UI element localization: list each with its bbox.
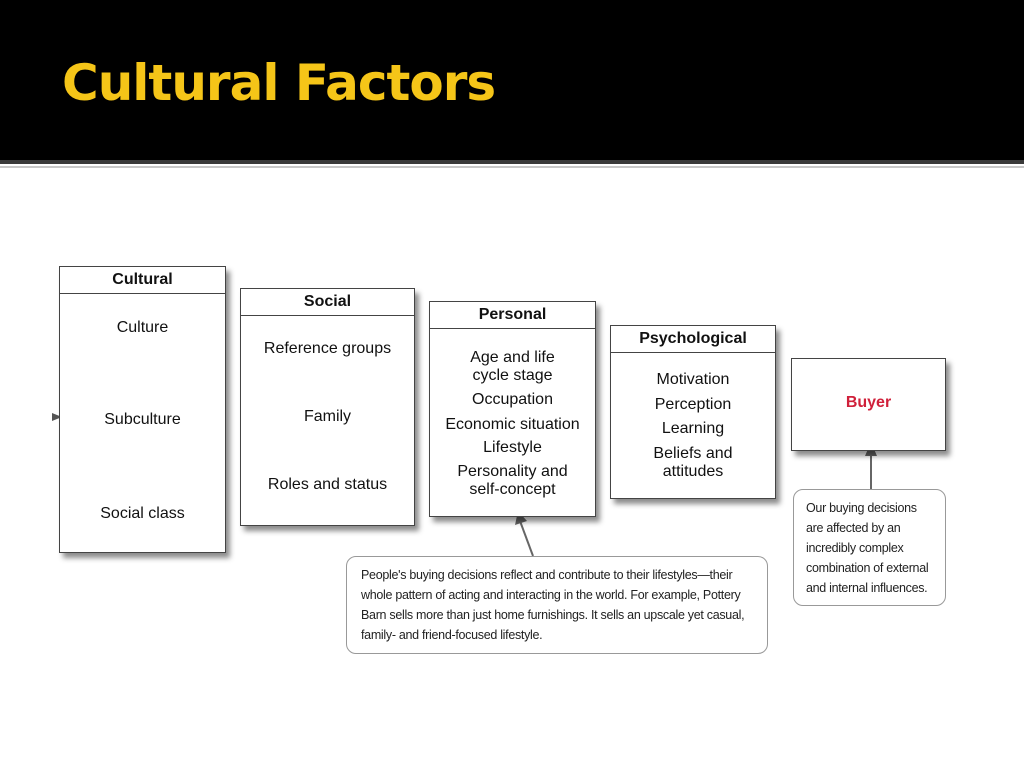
cultural-item: Social class [100, 505, 185, 522]
personal-item: cycle stage [472, 367, 553, 384]
lifestyle-callout-line: Barn sells more than just home furnishin… [361, 608, 745, 622]
psychological-item: Beliefs and [653, 445, 733, 462]
social-box: Social Reference groups Family Roles and… [240, 288, 415, 526]
lifestyle-callout: People's buying decisions reflect and co… [346, 556, 768, 654]
cultural-item: Subculture [104, 411, 181, 428]
psychological-box: Psychological Motivation Perception Lear… [610, 325, 776, 499]
title-divider-light [0, 166, 1024, 168]
psychological-item: Learning [661, 420, 725, 437]
lifestyle-callout-line: whole pattern of acting and interacting … [361, 588, 741, 602]
personal-item: Occupation [472, 391, 553, 408]
title-divider [0, 160, 1024, 164]
psychological-item: Motivation [656, 371, 730, 388]
personal-heading: Personal [430, 302, 595, 329]
lifestyle-callout-line: family- and friend-focused lifestyle. [361, 628, 543, 642]
social-item: Reference groups [263, 340, 392, 357]
buyer-callout-line: combination of external [806, 561, 929, 575]
cultural-item: Culture [116, 319, 169, 336]
buyer-callout-line: are affected by an [806, 521, 901, 535]
cultural-box: Cultural Culture Subculture Social class [59, 266, 226, 553]
social-item: Family [303, 408, 352, 425]
psychological-heading: Psychological [611, 326, 775, 353]
personal-item: Age and life [470, 349, 555, 366]
psychological-item: Perception [654, 396, 732, 413]
cultural-heading: Cultural [60, 267, 225, 294]
social-heading: Social [241, 289, 414, 316]
buyer-label: Buyer [845, 394, 892, 411]
personal-box: Personal Age and life cycle stage Occupa… [429, 301, 596, 517]
lifestyle-callout-line: People's buying decisions reflect and co… [361, 568, 733, 582]
psychological-item: attitudes [662, 463, 724, 480]
slide-title: Cultural Factors [62, 54, 496, 112]
personal-item: Lifestyle [483, 439, 542, 456]
buyer-callout-line: incredibly complex [806, 541, 904, 555]
buyer-callout-line: and internal influences. [806, 581, 928, 595]
social-item: Roles and status [267, 476, 388, 493]
personal-item: self-concept [469, 481, 556, 498]
buyer-callout-line: Our buying decisions [806, 501, 917, 515]
personal-item: Economic situation [445, 416, 580, 433]
personal-item: Personality and [457, 463, 568, 480]
buyer-callout: Our buying decisions are affected by an … [793, 489, 946, 606]
buyer-box: Buyer [791, 358, 946, 451]
title-bar [0, 0, 1024, 160]
left-arrowhead [52, 413, 62, 421]
lifestyle-callout-arrow [519, 520, 534, 557]
